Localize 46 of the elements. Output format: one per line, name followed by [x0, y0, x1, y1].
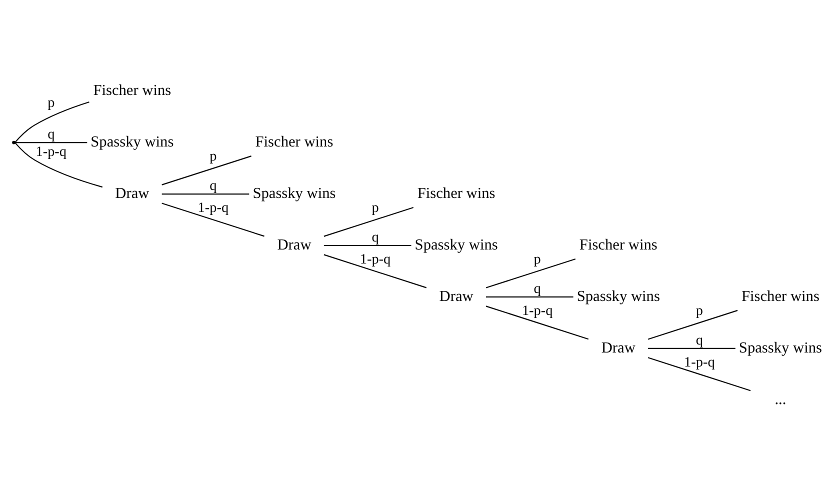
edge-label: 1-p-q [360, 251, 391, 268]
node-text: Spassky wins [576, 288, 660, 306]
edge-label: q [210, 178, 217, 194]
connector [648, 310, 738, 340]
connector [648, 348, 736, 349]
connector [324, 254, 427, 288]
edge-label: q [372, 230, 379, 246]
edge-label: q [696, 332, 703, 348]
connector [486, 296, 574, 298]
connector [486, 306, 589, 340]
node-text: Draw [601, 339, 636, 356]
node-text: Fischer wins [742, 288, 820, 306]
edge-label: 1-p-q [684, 354, 715, 370]
connector [486, 258, 576, 288]
edge-label: p [210, 148, 217, 165]
edge-label: p [372, 200, 379, 216]
node-point [12, 140, 16, 144]
edge-label: q [534, 281, 541, 298]
node-text: Draw [115, 185, 150, 202]
connector [162, 202, 264, 237]
connector [162, 156, 252, 186]
connector [14, 101, 90, 143]
connector [14, 142, 103, 188]
connector [15, 142, 88, 144]
edge-label: p [696, 302, 703, 319]
edge-label: 1-p-q [198, 200, 229, 216]
edge-label: p [534, 251, 541, 268]
edge-label: p [48, 94, 55, 111]
node-text: Spassky wins [90, 134, 174, 151]
node-text: Fischer wins [93, 82, 172, 100]
edge-label: q [48, 126, 55, 143]
connector [648, 357, 751, 392]
node-text: Fischer wins [579, 236, 658, 254]
node-text: Spassky wins [252, 185, 336, 202]
edge-label: 1-p-q [522, 302, 553, 319]
node-text: Fischer wins [255, 134, 334, 151]
connector [162, 193, 250, 195]
node-text: Spassky wins [738, 339, 822, 356]
node-text: Spassky wins [414, 236, 498, 254]
node-text: ... [774, 390, 786, 408]
node-text: Draw [277, 236, 312, 254]
node-text: Draw [439, 288, 474, 306]
connector [324, 244, 412, 246]
edge-label: 1-p-q [36, 144, 67, 160]
node-text: Fischer wins [417, 185, 496, 202]
connector [324, 206, 414, 237]
